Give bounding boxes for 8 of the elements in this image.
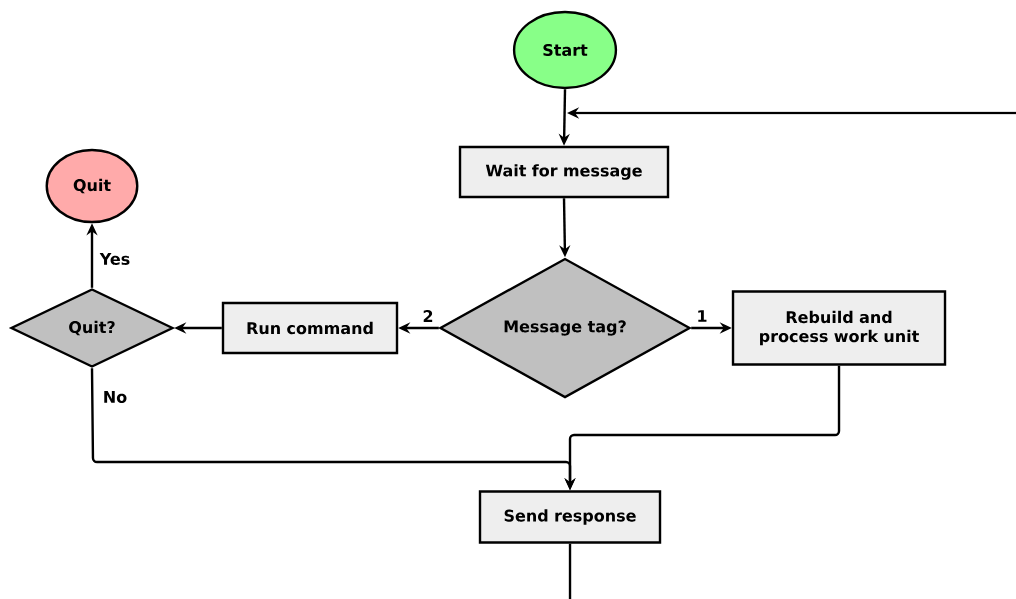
process-box: Rebuild and process work unit — [731, 290, 947, 366]
process-box: Run command — [221, 301, 399, 355]
edge-label: Yes — [98, 252, 132, 266]
edge-label: 1 — [695, 309, 709, 323]
edge-label: 2 — [421, 309, 435, 323]
edge-label: No — [101, 390, 129, 404]
process-box: Send response — [478, 490, 662, 544]
process-box: Wait for message — [458, 145, 670, 199]
